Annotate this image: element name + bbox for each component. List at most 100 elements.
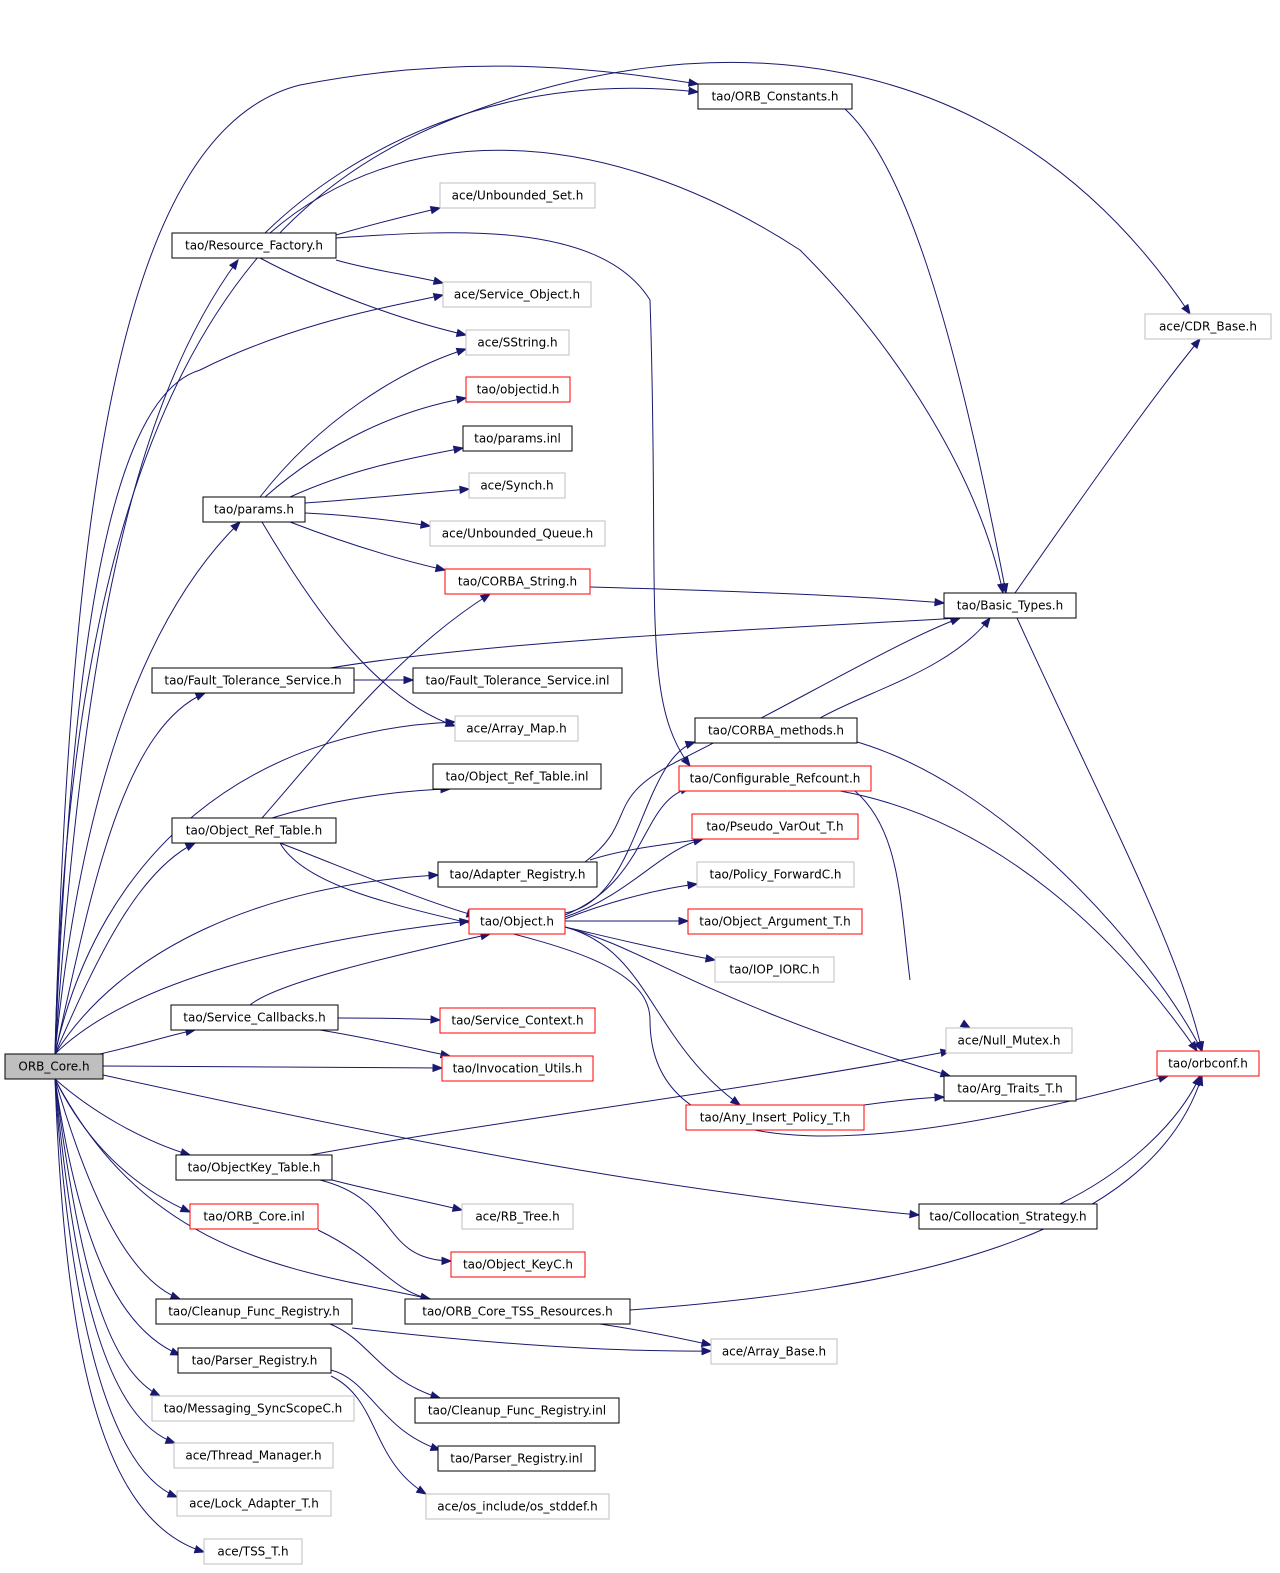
- edge-orb_core_tss-to-array_base: [599, 1323, 713, 1348]
- edge-arrowhead: [430, 1015, 442, 1024]
- node-array-base: ace/Array_Base.h: [710, 1338, 838, 1365]
- edge-arrowhead: [701, 1346, 713, 1356]
- edge-arrowhead: [678, 916, 690, 926]
- node-label: tao/Pseudo_VarOut_T.h: [706, 820, 843, 834]
- edge-arrowhead: [1195, 1074, 1204, 1087]
- node-label: tao/Object.h: [480, 915, 554, 929]
- node-label: tao/Policy_ForwardC.h: [709, 868, 841, 882]
- node-sstring: ace/SString.h: [465, 329, 570, 356]
- node-label: ace/Thread_Manager.h: [185, 1449, 321, 1463]
- node-objectkey-table[interactable]: tao/ObjectKey_Table.h: [175, 1154, 333, 1181]
- edge-orb_core_h-to-objectkey_table: [54, 1078, 192, 1157]
- node-basic-types[interactable]: tao/Basic_Types.h: [943, 592, 1077, 619]
- node-service-context[interactable]: tao/Service_Context.h: [439, 1007, 596, 1034]
- node-box: [943, 592, 1077, 619]
- edge-line: [849, 739, 1203, 1052]
- edge-line: [1016, 617, 1203, 1052]
- node-pseudo-varout[interactable]: tao/Pseudo_VarOut_T.h: [691, 813, 859, 840]
- node-orb-core-tss[interactable]: tao/ORB_Core_TSS_Resources.h: [404, 1298, 631, 1325]
- node-label: ace/Synch.h: [480, 479, 553, 493]
- node-orb-constants[interactable]: tao/ORB_Constants.h: [697, 83, 853, 110]
- node-box: [173, 1442, 334, 1469]
- node-box: [176, 1490, 332, 1517]
- node-parser-registry[interactable]: tao/Parser_Registry.h: [177, 1347, 332, 1374]
- edge-objectkey_table-to-object_keyc: [319, 1179, 453, 1266]
- edge-orb_core_tss-to-orbconf: [629, 1074, 1204, 1311]
- node-objectid[interactable]: tao/objectid.h: [465, 376, 571, 403]
- edge-orb_core_h-to-service_callbacks: [99, 1027, 197, 1055]
- edge-arrowhead: [184, 842, 197, 851]
- node-label: tao/Basic_Types.h: [957, 599, 1063, 613]
- node-tss-t: ace/TSS_T.h: [203, 1538, 303, 1565]
- node-box: [404, 1298, 631, 1325]
- node-params-inl[interactable]: tao/params.inl: [462, 425, 573, 452]
- edge-arrowhead: [169, 1291, 182, 1300]
- edge-arrowhead: [432, 293, 445, 302]
- node-ft-service-inl[interactable]: tao/Fault_Tolerance_Service.inl: [412, 667, 623, 694]
- node-configurable-refcount[interactable]: tao/Configurable_Refcount.h: [678, 765, 872, 792]
- node-arg-traits[interactable]: tao/Arg_Traits_T.h: [943, 1075, 1077, 1102]
- node-box: [714, 956, 835, 983]
- node-collocation-strategy[interactable]: tao/Collocation_Strategy.h: [918, 1203, 1098, 1230]
- node-corba-methods[interactable]: tao/CORBA_methods.h: [694, 717, 858, 744]
- node-any-insert-policy[interactable]: tao/Any_Insert_Policy_T.h: [685, 1104, 865, 1131]
- edge-objectkey_table-to-rb_tree: [331, 1179, 464, 1212]
- node-object-ref-table-inl[interactable]: tao/Object_Ref_Table.inl: [432, 763, 602, 790]
- edge-line: [564, 926, 716, 961]
- edge-line: [261, 593, 491, 819]
- node-label: ace/TSS_T.h: [217, 1545, 288, 1559]
- node-box: [151, 1395, 355, 1422]
- node-params-h[interactable]: tao/params.h: [202, 496, 306, 523]
- node-orb-core-inl[interactable]: tao/ORB_Core.inl: [189, 1203, 319, 1230]
- node-label: tao/Object_Argument_T.h: [699, 915, 850, 929]
- node-object-ref-table[interactable]: tao/Object_Ref_Table.h: [171, 817, 337, 844]
- node-label: ace/Array_Base.h: [722, 1345, 826, 1359]
- edge-orb_core_h-to-array_map: [54, 718, 457, 1055]
- edge-line: [331, 1179, 463, 1211]
- node-cleanup-func-registry[interactable]: tao/Cleanup_Func_Registry.h: [155, 1298, 353, 1325]
- node-service-callbacks[interactable]: tao/Service_Callbacks.h: [170, 1004, 339, 1031]
- node-box: [4, 1053, 104, 1080]
- edge-object_h-to-object_argument: [565, 916, 690, 926]
- node-orbconf[interactable]: tao/orbconf.h: [1156, 1050, 1260, 1077]
- node-box: [151, 667, 355, 694]
- edge-line: [54, 1078, 431, 1300]
- node-box: [203, 1538, 303, 1565]
- node-rb-tree: ace/RB_Tree.h: [461, 1203, 574, 1230]
- node-adapter-registry[interactable]: tao/Adapter_Registry.h: [437, 861, 598, 888]
- node-resource-factory[interactable]: tao/Resource_Factory.h: [171, 232, 337, 259]
- node-box: [454, 715, 579, 742]
- edge-arrowhead: [194, 692, 207, 701]
- node-invocation-utils[interactable]: tao/Invocation_Utils.h: [441, 1055, 594, 1082]
- node-object-argument[interactable]: tao/Object_Argument_T.h: [687, 908, 863, 935]
- node-label: ace/RB_Tree.h: [475, 1210, 559, 1224]
- edge-corba_string-to-basic_types: [589, 586, 946, 607]
- edge-line: [271, 788, 451, 819]
- node-box: [945, 1027, 1073, 1054]
- node-service-object: ace/Service_Object.h: [442, 281, 592, 308]
- edge-line: [337, 1017, 441, 1021]
- node-label: ace/Lock_Adapter_T.h: [189, 1497, 319, 1511]
- edge-line: [329, 617, 961, 669]
- node-corba-string[interactable]: tao/CORBA_String.h: [444, 568, 591, 595]
- edge-arrowhead: [1181, 303, 1191, 316]
- edge-line: [54, 65, 699, 1055]
- node-box: [465, 329, 570, 356]
- node-object-keyc[interactable]: tao/Object_KeyC.h: [450, 1251, 586, 1278]
- edge-line: [564, 926, 741, 1106]
- edge-line: [249, 933, 491, 1006]
- node-box: [710, 1338, 838, 1365]
- node-orb-core-h[interactable]: ORB_Core.h: [4, 1053, 104, 1080]
- edge-line: [54, 1078, 176, 1444]
- node-cleanup-func-registry-inl[interactable]: tao/Cleanup_Func_Registry.inl: [414, 1397, 620, 1424]
- edge-params_h-to-sstring: [259, 347, 468, 498]
- node-parser-registry-inl[interactable]: tao/Parser_Registry.inl: [437, 1445, 596, 1472]
- node-box: [189, 1203, 319, 1230]
- edge-orb_core_h-to-object_h: [54, 917, 471, 1055]
- node-ft-service[interactable]: tao/Fault_Tolerance_Service.h: [151, 667, 355, 694]
- node-iop-iorc: tao/IOP_IORC.h: [714, 956, 835, 983]
- node-object-h[interactable]: tao/Object.h: [468, 908, 566, 935]
- node-label: tao/ORB_Core_TSS_Resources.h: [422, 1305, 613, 1319]
- edge-params_h-to-params_inl: [289, 445, 465, 498]
